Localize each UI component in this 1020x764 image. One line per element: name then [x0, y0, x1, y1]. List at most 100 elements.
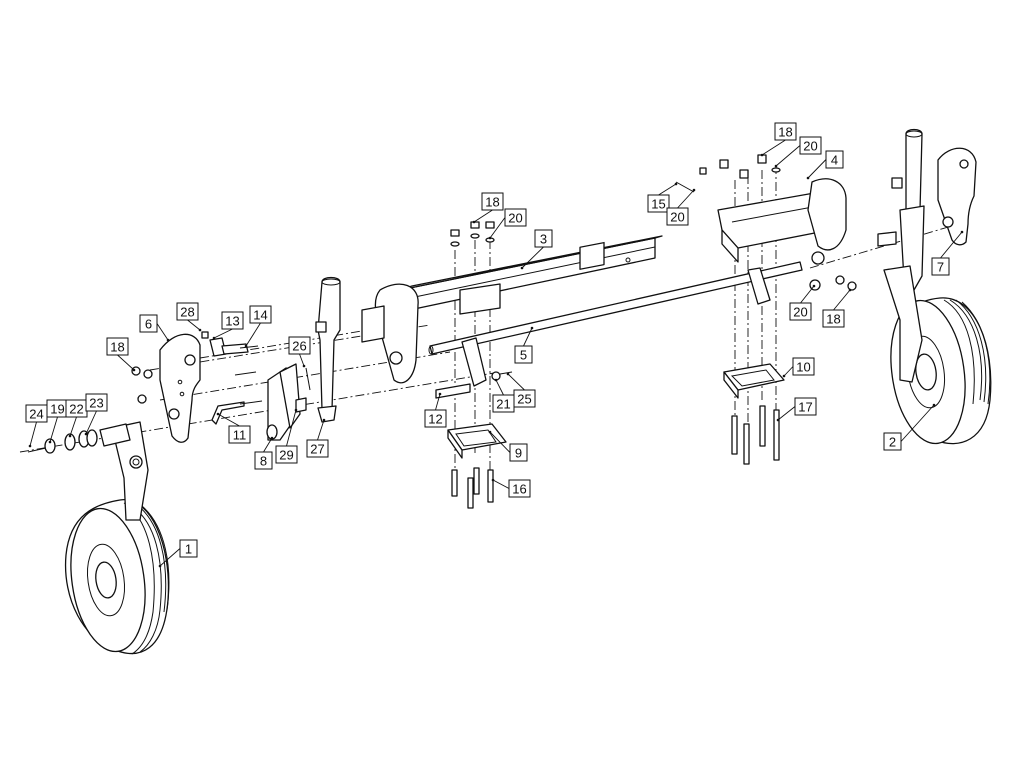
callout-leader-tip [530, 326, 534, 330]
callout-label: 9 [515, 446, 522, 461]
callout-box [794, 397, 817, 416]
callout-leader [217, 413, 240, 427]
callout-leader [833, 289, 851, 311]
callout-label: 20 [508, 211, 522, 226]
callout-box [424, 409, 447, 428]
callout-box [774, 122, 797, 141]
plate-left-6 [131, 333, 201, 443]
callout-label: 20 [670, 210, 684, 225]
callout-leader [156, 323, 169, 341]
callout-5: 5 [514, 326, 534, 364]
callout-6: 6 [139, 314, 170, 342]
callout-leader-tip [244, 344, 248, 348]
callout-27: 27 [306, 418, 329, 458]
callout-leader [489, 431, 511, 453]
callout-box [254, 451, 273, 470]
callout-label: 16 [512, 482, 526, 497]
callout-box [179, 539, 198, 558]
callout-21: 21 [492, 378, 515, 413]
callout-leader-tip [776, 418, 780, 422]
plate-right-7 [937, 147, 977, 246]
wheel-right [877, 128, 992, 445]
callout-label: 1 [185, 542, 192, 557]
callout-label: 17 [798, 400, 812, 415]
frame-3-hardware [450, 221, 495, 247]
callout-7: 7 [931, 230, 964, 276]
callout-leader [263, 437, 273, 453]
callout-label: 6 [145, 317, 152, 332]
callout-22: 22 [65, 399, 88, 438]
callout-label: 11 [233, 428, 247, 443]
callout-label: 12 [428, 412, 442, 427]
callout-leader [775, 145, 801, 167]
callout-28: 28 [176, 302, 202, 332]
callout-3: 3 [520, 229, 553, 270]
callout-box [221, 311, 244, 330]
bracket-13-14 [201, 331, 259, 376]
callout-leader [800, 285, 815, 304]
callout-label: 21 [496, 397, 510, 412]
callout-label: 15 [651, 197, 665, 212]
callout-26: 26 [288, 336, 311, 368]
callout-leader [489, 217, 506, 239]
callout-leader [117, 354, 135, 371]
callout-box [275, 445, 298, 464]
callout-18: 18 [760, 122, 797, 157]
callout-leader-tip [848, 288, 852, 292]
callout-label: 18 [826, 312, 840, 327]
callout-leader [245, 322, 261, 347]
callout-leader [159, 548, 181, 567]
callout-leader-tip [84, 432, 88, 436]
callout-leader-tip [782, 374, 786, 378]
callout-box [666, 207, 689, 226]
callout-leader-tip [488, 430, 492, 434]
callout-label: 7 [937, 260, 944, 275]
callout-label: 18 [110, 340, 124, 355]
callout-leader [29, 421, 37, 447]
callout-box [504, 208, 527, 227]
callout-leader-tip [806, 176, 810, 180]
callout-leader-tip [302, 364, 306, 368]
callout-label: 27 [310, 442, 324, 457]
callout-box [792, 357, 815, 376]
callout-leader [807, 159, 827, 179]
plate-9 [447, 423, 507, 459]
callout-leader-tip [48, 440, 52, 444]
callout-label: 20 [803, 139, 817, 154]
callout-label: 8 [260, 454, 267, 469]
callout-leader [761, 139, 786, 156]
callout-20: 20 [666, 188, 696, 226]
callout-2: 2 [883, 403, 936, 451]
callout-label: 3 [540, 232, 547, 247]
callout-17: 17 [776, 397, 817, 422]
callout-leader-tip [488, 236, 492, 240]
callout-15: 15 [647, 182, 678, 213]
callout-leader-tip [294, 408, 298, 412]
callout-leader [213, 328, 233, 339]
callout-box [514, 345, 533, 364]
callout-leader-tip [520, 266, 524, 270]
callout-24: 24 [25, 404, 48, 448]
callout-label: 14 [253, 308, 267, 323]
callout-leader [286, 409, 297, 447]
callout-leader [435, 393, 441, 411]
callout-label: 23 [89, 396, 103, 411]
callout-leader-tip [692, 188, 696, 192]
callout-18: 18 [472, 192, 504, 224]
callout-box [822, 309, 845, 328]
callout-label: 28 [180, 305, 194, 320]
callout-13: 13 [212, 311, 244, 340]
callout-12: 12 [424, 392, 447, 428]
callout-20: 20 [488, 208, 527, 240]
callout-leader [187, 319, 201, 331]
callout-box [176, 302, 199, 321]
callout-leader [658, 183, 677, 196]
plate-10 [723, 363, 785, 399]
callout-leader [783, 366, 794, 377]
callout-label: 26 [292, 339, 306, 354]
bracket-8-29 [266, 363, 311, 441]
callout-leader [940, 231, 963, 259]
callout-box [883, 432, 902, 451]
callout-leader-tip [212, 336, 216, 340]
